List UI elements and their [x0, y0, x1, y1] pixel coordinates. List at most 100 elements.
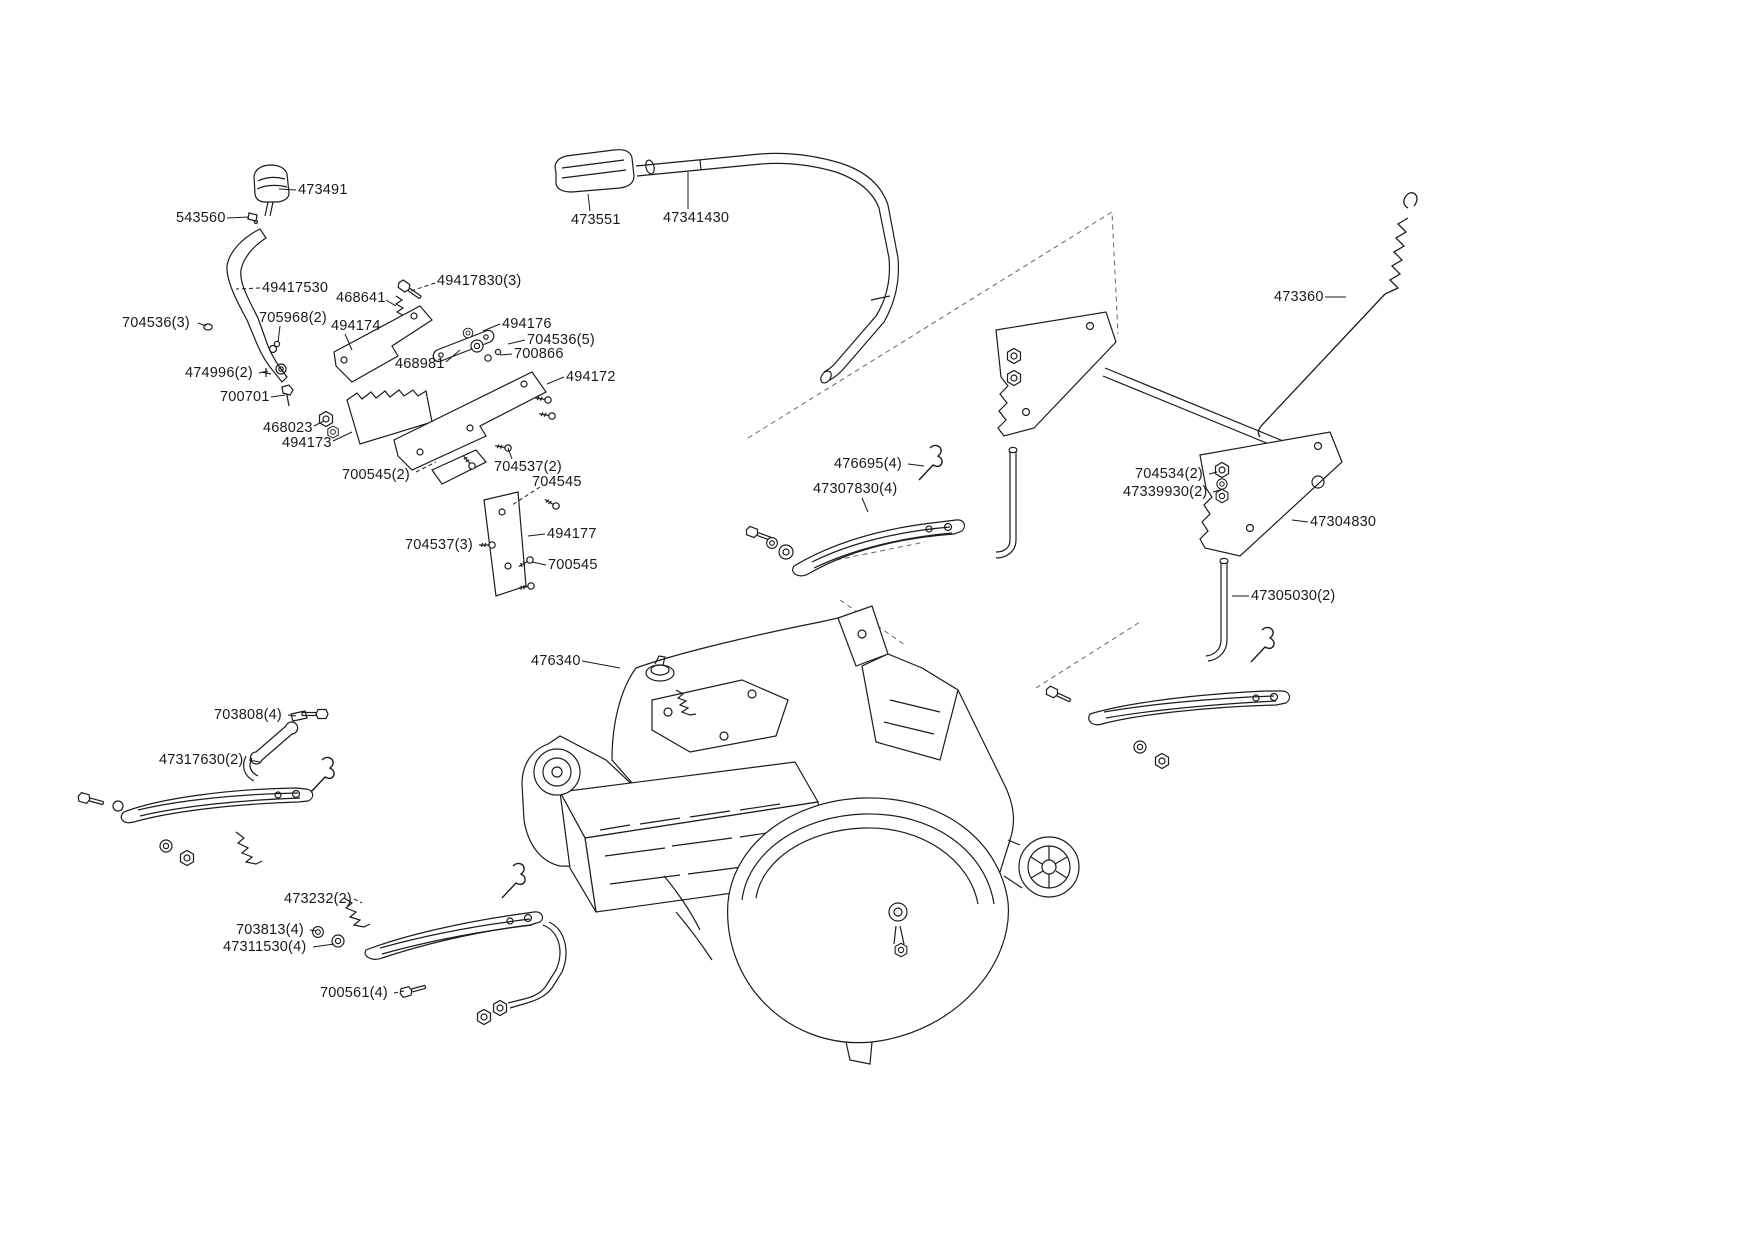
leader-line	[248, 759, 261, 763]
knob-clip	[247, 212, 258, 222]
leader-line	[385, 299, 397, 307]
part-label-476340: 476340	[531, 653, 581, 669]
leader-line	[531, 561, 547, 566]
right-link-rod	[1220, 562, 1228, 640]
deck-shell	[727, 797, 1010, 1044]
deck-front-wheel	[533, 748, 581, 796]
spindle-cap	[888, 902, 908, 922]
arm-spring	[235, 831, 263, 865]
plate-494174	[333, 305, 433, 383]
part-label-494176: 494176	[502, 316, 552, 332]
leader-line	[393, 990, 405, 994]
leader-line	[312, 943, 335, 948]
link-468981	[432, 329, 495, 363]
leader-line	[353, 898, 363, 904]
part-label-700545(2): 700545(2)	[342, 467, 410, 483]
leader-line	[197, 322, 207, 327]
cross-shaft-assembly	[995, 311, 1343, 663]
leader-line	[511, 486, 541, 506]
height-lever-assembly	[203, 164, 294, 407]
plate-494172	[393, 371, 547, 471]
leader-line	[270, 394, 286, 398]
leader-line	[507, 447, 513, 460]
leader-line	[278, 188, 297, 191]
part-label-704536(5): 704536(5)	[527, 332, 595, 348]
part-label-494172: 494172	[566, 369, 616, 385]
part-label-474996(2): 474996(2)	[185, 365, 253, 381]
part-label-704545: 704545	[532, 474, 582, 490]
part-label-700866: 700866	[514, 346, 564, 362]
left-link-rod	[1009, 452, 1017, 540]
part-label-704537(3): 704537(3)	[405, 537, 473, 553]
part-label-468981: 468981	[395, 356, 445, 372]
part-label-47304830: 47304830	[1310, 514, 1377, 530]
leader-line	[907, 463, 925, 467]
leader-lines	[197, 172, 1346, 994]
part-label-494174: 494174	[331, 318, 381, 334]
adjust-knob	[253, 164, 290, 203]
part-label-700545: 700545	[548, 557, 598, 573]
elbow-link	[249, 721, 299, 765]
part-label-703808(4): 703808(4)	[214, 707, 282, 723]
part-label-704537(2): 704537(2)	[494, 459, 562, 475]
left-mount-bracket	[995, 311, 1117, 437]
part-label-47317630(2): 47317630(2)	[159, 752, 244, 768]
leader-line	[507, 339, 526, 345]
handlebar-tube	[635, 152, 900, 382]
leader-line	[313, 420, 325, 427]
strap-494177	[483, 491, 527, 597]
chute-side	[559, 791, 597, 913]
part-label-473491: 473491	[298, 182, 348, 198]
leader-line	[587, 193, 591, 212]
arm-spring	[343, 897, 371, 928]
part-label-468023: 468023	[263, 420, 313, 436]
part-label-494177: 494177	[547, 526, 597, 542]
lift-arm-upper	[744, 444, 966, 577]
part-label-473551: 473551	[571, 212, 621, 228]
part-label-543560: 543560	[176, 210, 226, 226]
right-mount-bracket	[1199, 431, 1343, 557]
leader-line	[1212, 489, 1221, 493]
leader-line	[258, 370, 269, 374]
part-label-47307830(4): 47307830(4)	[813, 481, 898, 497]
handle-assembly	[554, 149, 900, 384]
rack-494173	[346, 389, 433, 445]
mower-deck	[521, 605, 1080, 1065]
leader-line	[861, 497, 869, 513]
part-label-700701: 700701	[220, 389, 270, 405]
lift-arm-front-right	[312, 862, 567, 1026]
tension-spring-473360	[1257, 192, 1418, 438]
part-label-49417830(3): 49417830(3)	[437, 273, 522, 289]
leader-line	[277, 325, 281, 343]
part-label-703813(4): 703813(4)	[236, 922, 304, 938]
leader-line	[1208, 471, 1218, 475]
bracket-assembly	[318, 278, 561, 597]
part-label-704534(2): 704534(2)	[1135, 466, 1203, 482]
leader-line	[445, 349, 461, 363]
leader-line	[581, 660, 621, 669]
part-label-47311530(4): 47311530(4)	[223, 939, 307, 955]
assembly-guide-lines	[747, 211, 1141, 689]
part-label-47305030(2): 47305030(2)	[1251, 588, 1336, 604]
part-label-700561(4): 700561(4)	[320, 985, 388, 1001]
lift-arm-right	[1044, 684, 1291, 770]
part-label-494173: 494173	[282, 435, 332, 451]
part-label-476695(4): 476695(4)	[834, 456, 902, 472]
leader-line	[287, 714, 297, 717]
part-label-704536(3): 704536(3)	[122, 315, 190, 331]
leader-line	[226, 216, 250, 219]
leader-line	[499, 353, 513, 356]
leader-line	[309, 929, 317, 932]
part-label-468641: 468641	[336, 290, 386, 306]
leader-line	[410, 282, 436, 292]
lever-arm	[226, 228, 288, 383]
bent-link-rod	[507, 924, 561, 1004]
leader-line	[1291, 519, 1309, 523]
leader-line	[482, 323, 501, 332]
lift-arm-front-left	[76, 708, 335, 867]
leader-line	[415, 461, 437, 473]
part-label-49417530: 49417530	[262, 280, 329, 296]
part-label-705968(2): 705968(2)	[259, 310, 327, 326]
